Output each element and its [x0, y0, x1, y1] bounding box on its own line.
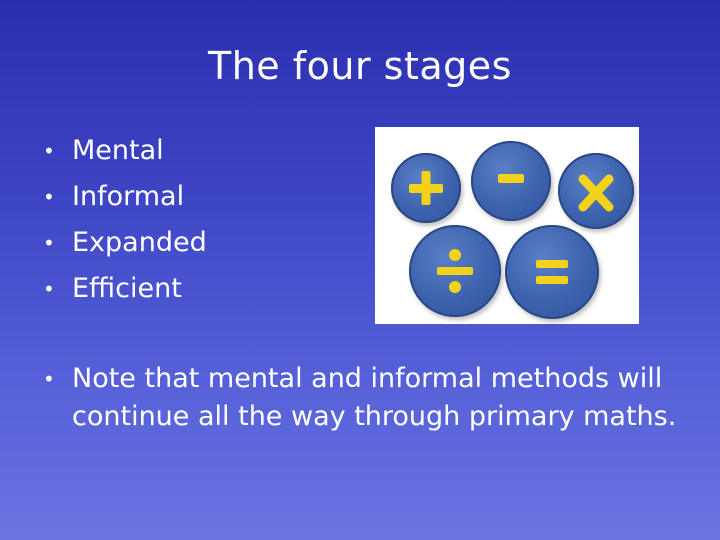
- stage-label: Expanded: [72, 227, 207, 258]
- equals-icon: [505, 225, 599, 319]
- list-item: • Note that mental and informal methods …: [40, 360, 690, 436]
- list-item: • Efficient: [40, 266, 360, 312]
- divide-icon: [409, 225, 501, 317]
- bullet-icon: •: [43, 185, 55, 209]
- minus-icon: [471, 141, 551, 221]
- bullet-icon: •: [43, 367, 55, 391]
- math-operations-image: [375, 127, 639, 324]
- bullet-icon: •: [43, 139, 55, 163]
- bullet-icon: •: [43, 277, 55, 301]
- note-list: • Note that mental and informal methods …: [40, 360, 690, 436]
- note-text: Note that mental and informal methods wi…: [72, 363, 677, 432]
- list-item: • Informal: [40, 174, 360, 220]
- bullet-icon: •: [43, 231, 55, 255]
- stage-list: • Mental • Informal • Expanded • Efficie…: [40, 128, 360, 312]
- plus-icon: [391, 153, 461, 223]
- stage-label: Efficient: [72, 273, 182, 304]
- list-item: • Mental: [40, 128, 360, 174]
- stage-label: Informal: [72, 181, 185, 212]
- stage-label: Mental: [72, 135, 164, 166]
- list-item: • Expanded: [40, 220, 360, 266]
- slide-title: The four stages: [208, 44, 512, 88]
- multiply-icon: [558, 153, 634, 229]
